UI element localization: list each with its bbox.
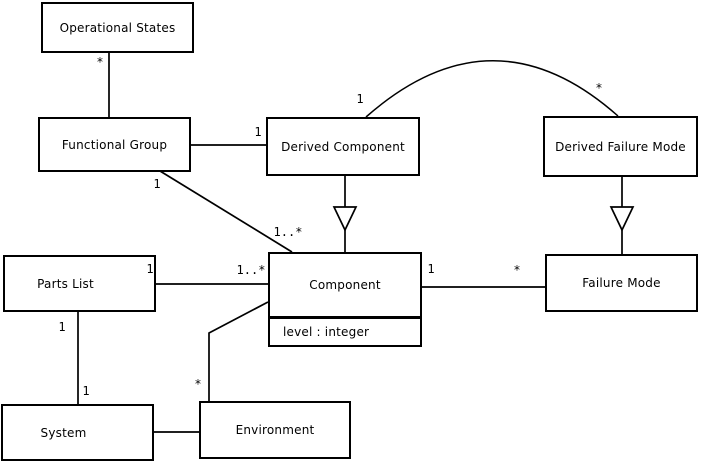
multiplicity-failure-mode-star: * — [513, 263, 521, 277]
class-name-label: Environment — [235, 423, 315, 437]
multiplicity-derived-component-one: 1 — [254, 125, 262, 139]
multiplicity-component-one-to-many: 1..* — [273, 225, 303, 239]
multiplicity-component-one-to-many-left: 1..* — [236, 263, 266, 277]
class-attributes-compartment: level : integer — [270, 319, 420, 345]
class-name-label: Parts List — [37, 276, 94, 291]
class-system[interactable]: System — [1, 404, 154, 461]
class-operational-states[interactable]: Operational States — [41, 2, 194, 53]
class-name-label: Failure Mode — [582, 276, 661, 290]
class-environment[interactable]: Environment — [199, 401, 351, 459]
class-attribute-label: level : integer — [283, 325, 370, 339]
edge-derived-component-derived-failure-mode — [365, 60, 619, 118]
edge-derived-component-component-generalization — [332, 176, 358, 252]
generalization-triangle-icon — [332, 206, 358, 232]
class-name-label: Operational States — [59, 20, 176, 35]
class-failure-mode[interactable]: Failure Mode — [545, 254, 698, 312]
multiplicity-arc-derived-component-one: 1 — [356, 92, 364, 106]
multiplicity-component-one-right: 1 — [427, 262, 435, 276]
class-name-label: Derived Component — [281, 139, 405, 154]
class-functional-group[interactable]: Functional Group — [38, 117, 191, 172]
class-name-label: Component — [309, 278, 381, 292]
multiplicity-system-one: 1 — [82, 384, 90, 398]
edge-component-environment — [208, 301, 269, 401]
generalization-triangle-icon — [609, 206, 635, 232]
class-name-label: Derived Failure Mode — [555, 139, 686, 154]
class-derived-component[interactable]: Derived Component — [266, 117, 420, 176]
multiplicity-arc-derived-failure-mode-star: * — [595, 81, 603, 95]
edge-functional-group-component — [159, 170, 293, 253]
class-name-compartment: Component — [270, 254, 420, 319]
class-component[interactable]: Component level : integer — [268, 252, 422, 347]
multiplicity-parts-list-one-bottom: 1 — [58, 320, 66, 334]
multiplicity-functional-group-one: 1 — [153, 177, 161, 191]
class-parts-list[interactable]: Parts List — [3, 255, 156, 312]
multiplicity-environment-star: * — [194, 377, 202, 391]
class-derived-failure-mode[interactable]: Derived Failure Mode — [543, 116, 698, 177]
edge-derived-failure-mode-failure-mode-generalization — [609, 177, 635, 254]
class-name-label: Functional Group — [61, 137, 168, 152]
multiplicity-parts-list-one: 1 — [146, 262, 154, 276]
class-name-label: System — [40, 425, 87, 440]
multiplicity-operational-states-star: * — [96, 55, 104, 69]
